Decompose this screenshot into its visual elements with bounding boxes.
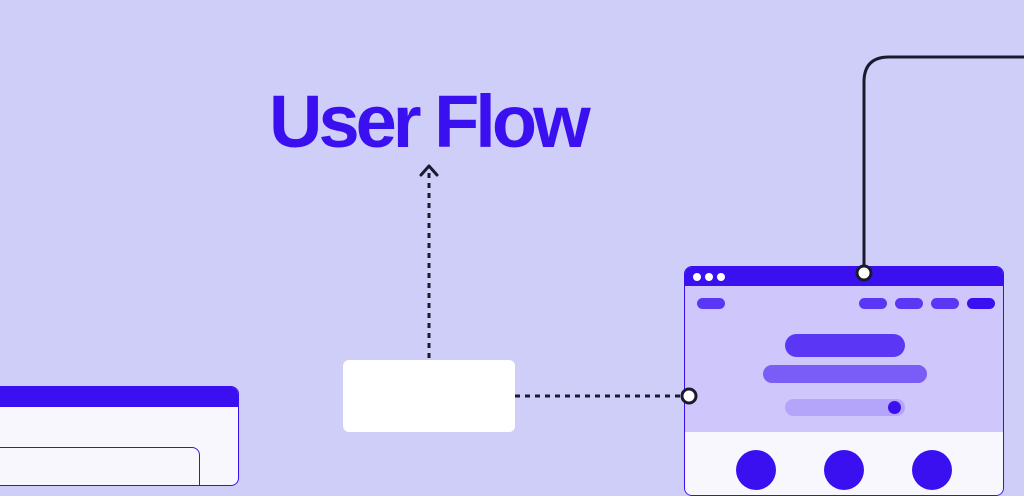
hero-input-knob [888,401,901,414]
nav-logo-pill [697,298,725,309]
window-dot-icon [705,273,713,281]
nav-cta-pill [967,298,995,309]
solid-connector [862,55,1024,270]
connector-node-icon [855,264,873,282]
window-dot-icon [717,273,725,281]
flow-card[interactable] [343,360,515,432]
nav-item-pill [931,298,959,309]
left-window-inner-box [0,447,200,485]
hero-subheading-pill [763,365,927,383]
arrowhead-icon [419,164,439,177]
hero-input-pill [785,399,905,416]
connector-node-icon [680,387,698,405]
nav-item-pill [859,298,887,309]
nav-item-pill [895,298,923,309]
left-window-mockup [0,386,239,486]
window-dot-icon [693,273,701,281]
left-window-titlebar [0,387,238,407]
connector-nodes [680,264,873,405]
hero-heading-pill [785,334,905,357]
connector-layer [419,55,1024,398]
browser-titlebar [685,267,1003,286]
diagram-title: User Flow [269,80,591,163]
